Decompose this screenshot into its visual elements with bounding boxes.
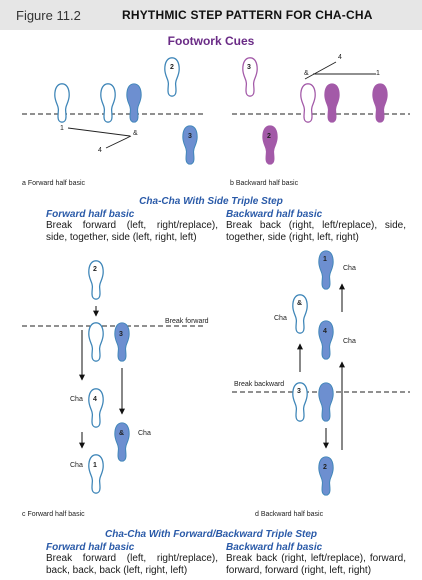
- panel-c-foot-and-number: &: [119, 430, 125, 437]
- panel-c-cha-2: Cha: [138, 430, 151, 437]
- panel-b-foot-3-number: 3: [247, 64, 251, 71]
- fb-triple-forward-heading: Forward half basic: [46, 542, 135, 553]
- panel-b-count-1: 1: [376, 70, 380, 77]
- figure-title: RHYTHMIC STEP PATTERN FOR CHA-CHA: [122, 8, 373, 22]
- panel-d-foot-2: [318, 456, 334, 496]
- side-triple-forward-text: Break forward (left, right/replace), sid…: [46, 220, 218, 243]
- panel-d-cha-3: Cha: [343, 338, 356, 345]
- panel-c-foot-4: [88, 388, 104, 428]
- panel-c-foot-left-break: [88, 322, 104, 362]
- panel-c-foot-1-number: 1: [93, 462, 97, 469]
- panel-a-count-4: 4: [98, 147, 102, 154]
- panel-c-cha-3: Cha: [70, 462, 83, 469]
- panel-b-foot-2-number: 2: [267, 133, 271, 140]
- panel-c-break-label: Break forward: [165, 318, 209, 325]
- fb-triple-title: Cha-Cha With Forward/Backward Triple Ste…: [105, 529, 317, 540]
- footwork-cues-title: Footwork Cues: [167, 34, 255, 48]
- panel-a-diagram: [22, 57, 410, 165]
- figure-number: Figure 11.2: [16, 8, 81, 23]
- panel-c-foot-2-number: 2: [93, 266, 97, 273]
- panel-a-count-1: 1: [60, 125, 64, 132]
- panel-b-count-and: &: [304, 70, 309, 77]
- figure-header: [0, 0, 422, 30]
- panel-d-foot-and-number: &: [297, 300, 303, 307]
- panel-c-foot-3: [114, 322, 130, 362]
- panel-d-foot-1-number: 1: [323, 256, 327, 263]
- panel-c-caption: c Forward half basic: [22, 511, 85, 518]
- panel-a-foot-2-number: 2: [170, 64, 174, 71]
- panel-c-foot-4-number: 4: [93, 396, 97, 403]
- panel-d-foot-3-number: 3: [297, 388, 301, 395]
- panel-c-cha-1: Cha: [70, 396, 83, 403]
- panel-c-foot-and: [114, 422, 130, 462]
- panel-b-caption: b Backward half basic: [230, 180, 299, 187]
- panel-a-caption: a Forward half basic: [22, 180, 86, 187]
- panel-c-foot-3-number: 3: [119, 331, 123, 338]
- panel-d-foot-4: [318, 320, 334, 360]
- panel-d-cha-1: Cha: [343, 265, 356, 272]
- panel-c-d-diagram: [22, 250, 410, 496]
- panel-a-foot-3-number: 3: [188, 133, 192, 140]
- panel-d-cha-2: Cha: [274, 315, 287, 322]
- panel-c-foot-1: [88, 454, 104, 494]
- fb-triple-backward-heading: Backward half basic: [226, 542, 323, 553]
- side-triple-title: Cha-Cha With Side Triple Step: [139, 196, 283, 207]
- panel-a-count-and: &: [133, 130, 138, 137]
- side-triple-backward-heading: Backward half basic: [226, 209, 323, 220]
- panel-d-caption: d Backward half basic: [255, 511, 324, 518]
- panel-b-count-4: 4: [338, 54, 342, 61]
- side-triple-backward-text: Break back (right, left/replace), side, …: [226, 220, 406, 243]
- side-triple-forward-heading: Forward half basic: [46, 209, 135, 220]
- panel-d-foot-4-number: 4: [323, 328, 327, 335]
- fb-triple-backward-text: Break back (right, left/replace), forwar…: [226, 553, 406, 576]
- panel-d-foot-right-break: [318, 382, 334, 422]
- panel-d-break-label: Break backward: [234, 381, 285, 388]
- fb-triple-forward-text: Break forward (left, right/replace), bac…: [46, 553, 218, 576]
- panel-d-foot-2-number: 2: [323, 464, 327, 471]
